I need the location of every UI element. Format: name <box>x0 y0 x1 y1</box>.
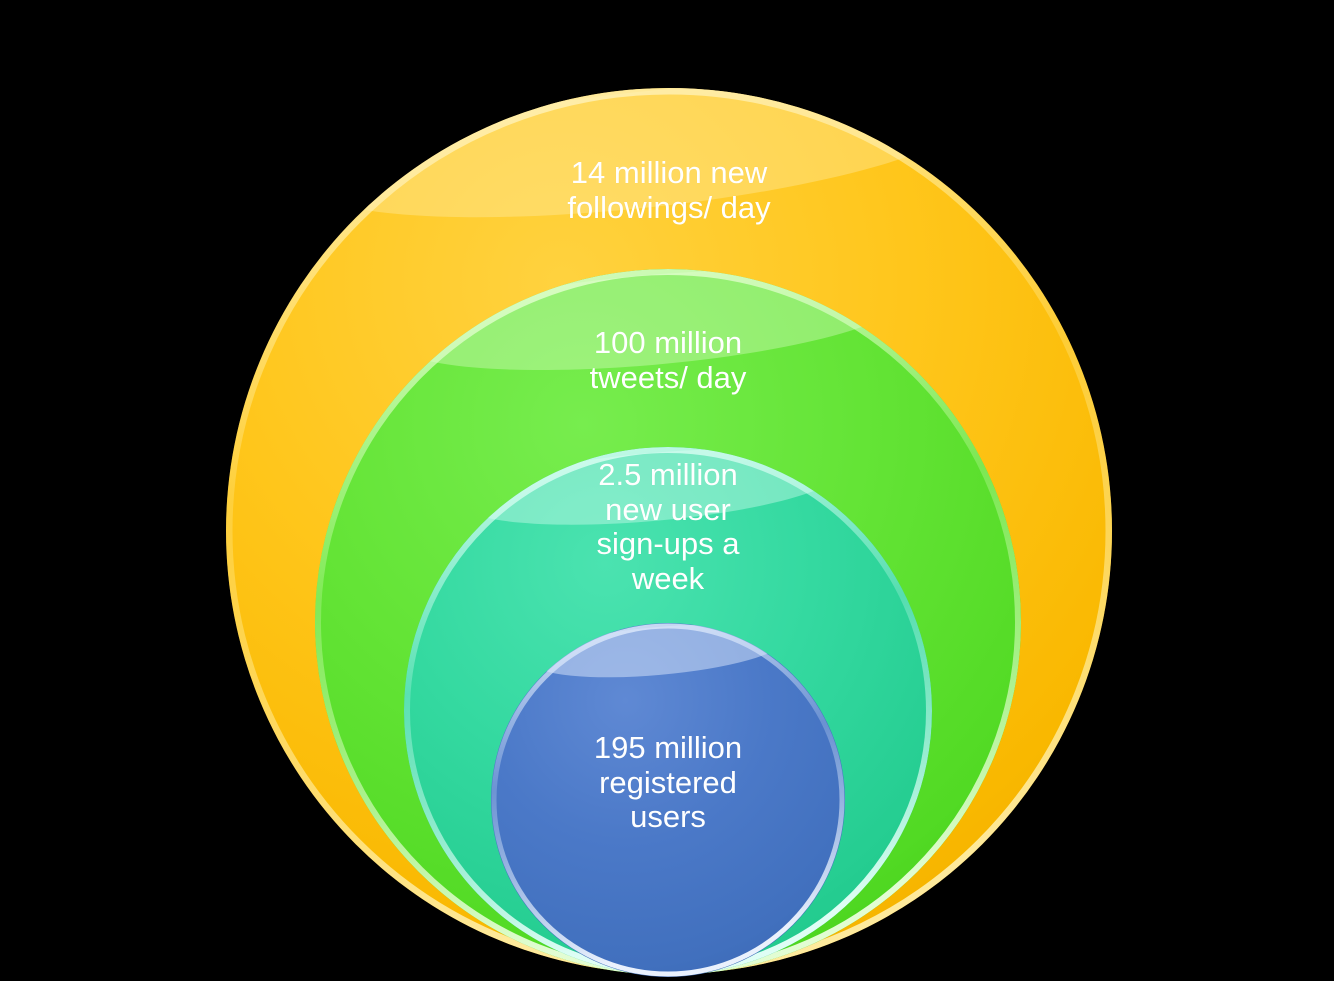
circle-inner-rim <box>491 623 845 977</box>
